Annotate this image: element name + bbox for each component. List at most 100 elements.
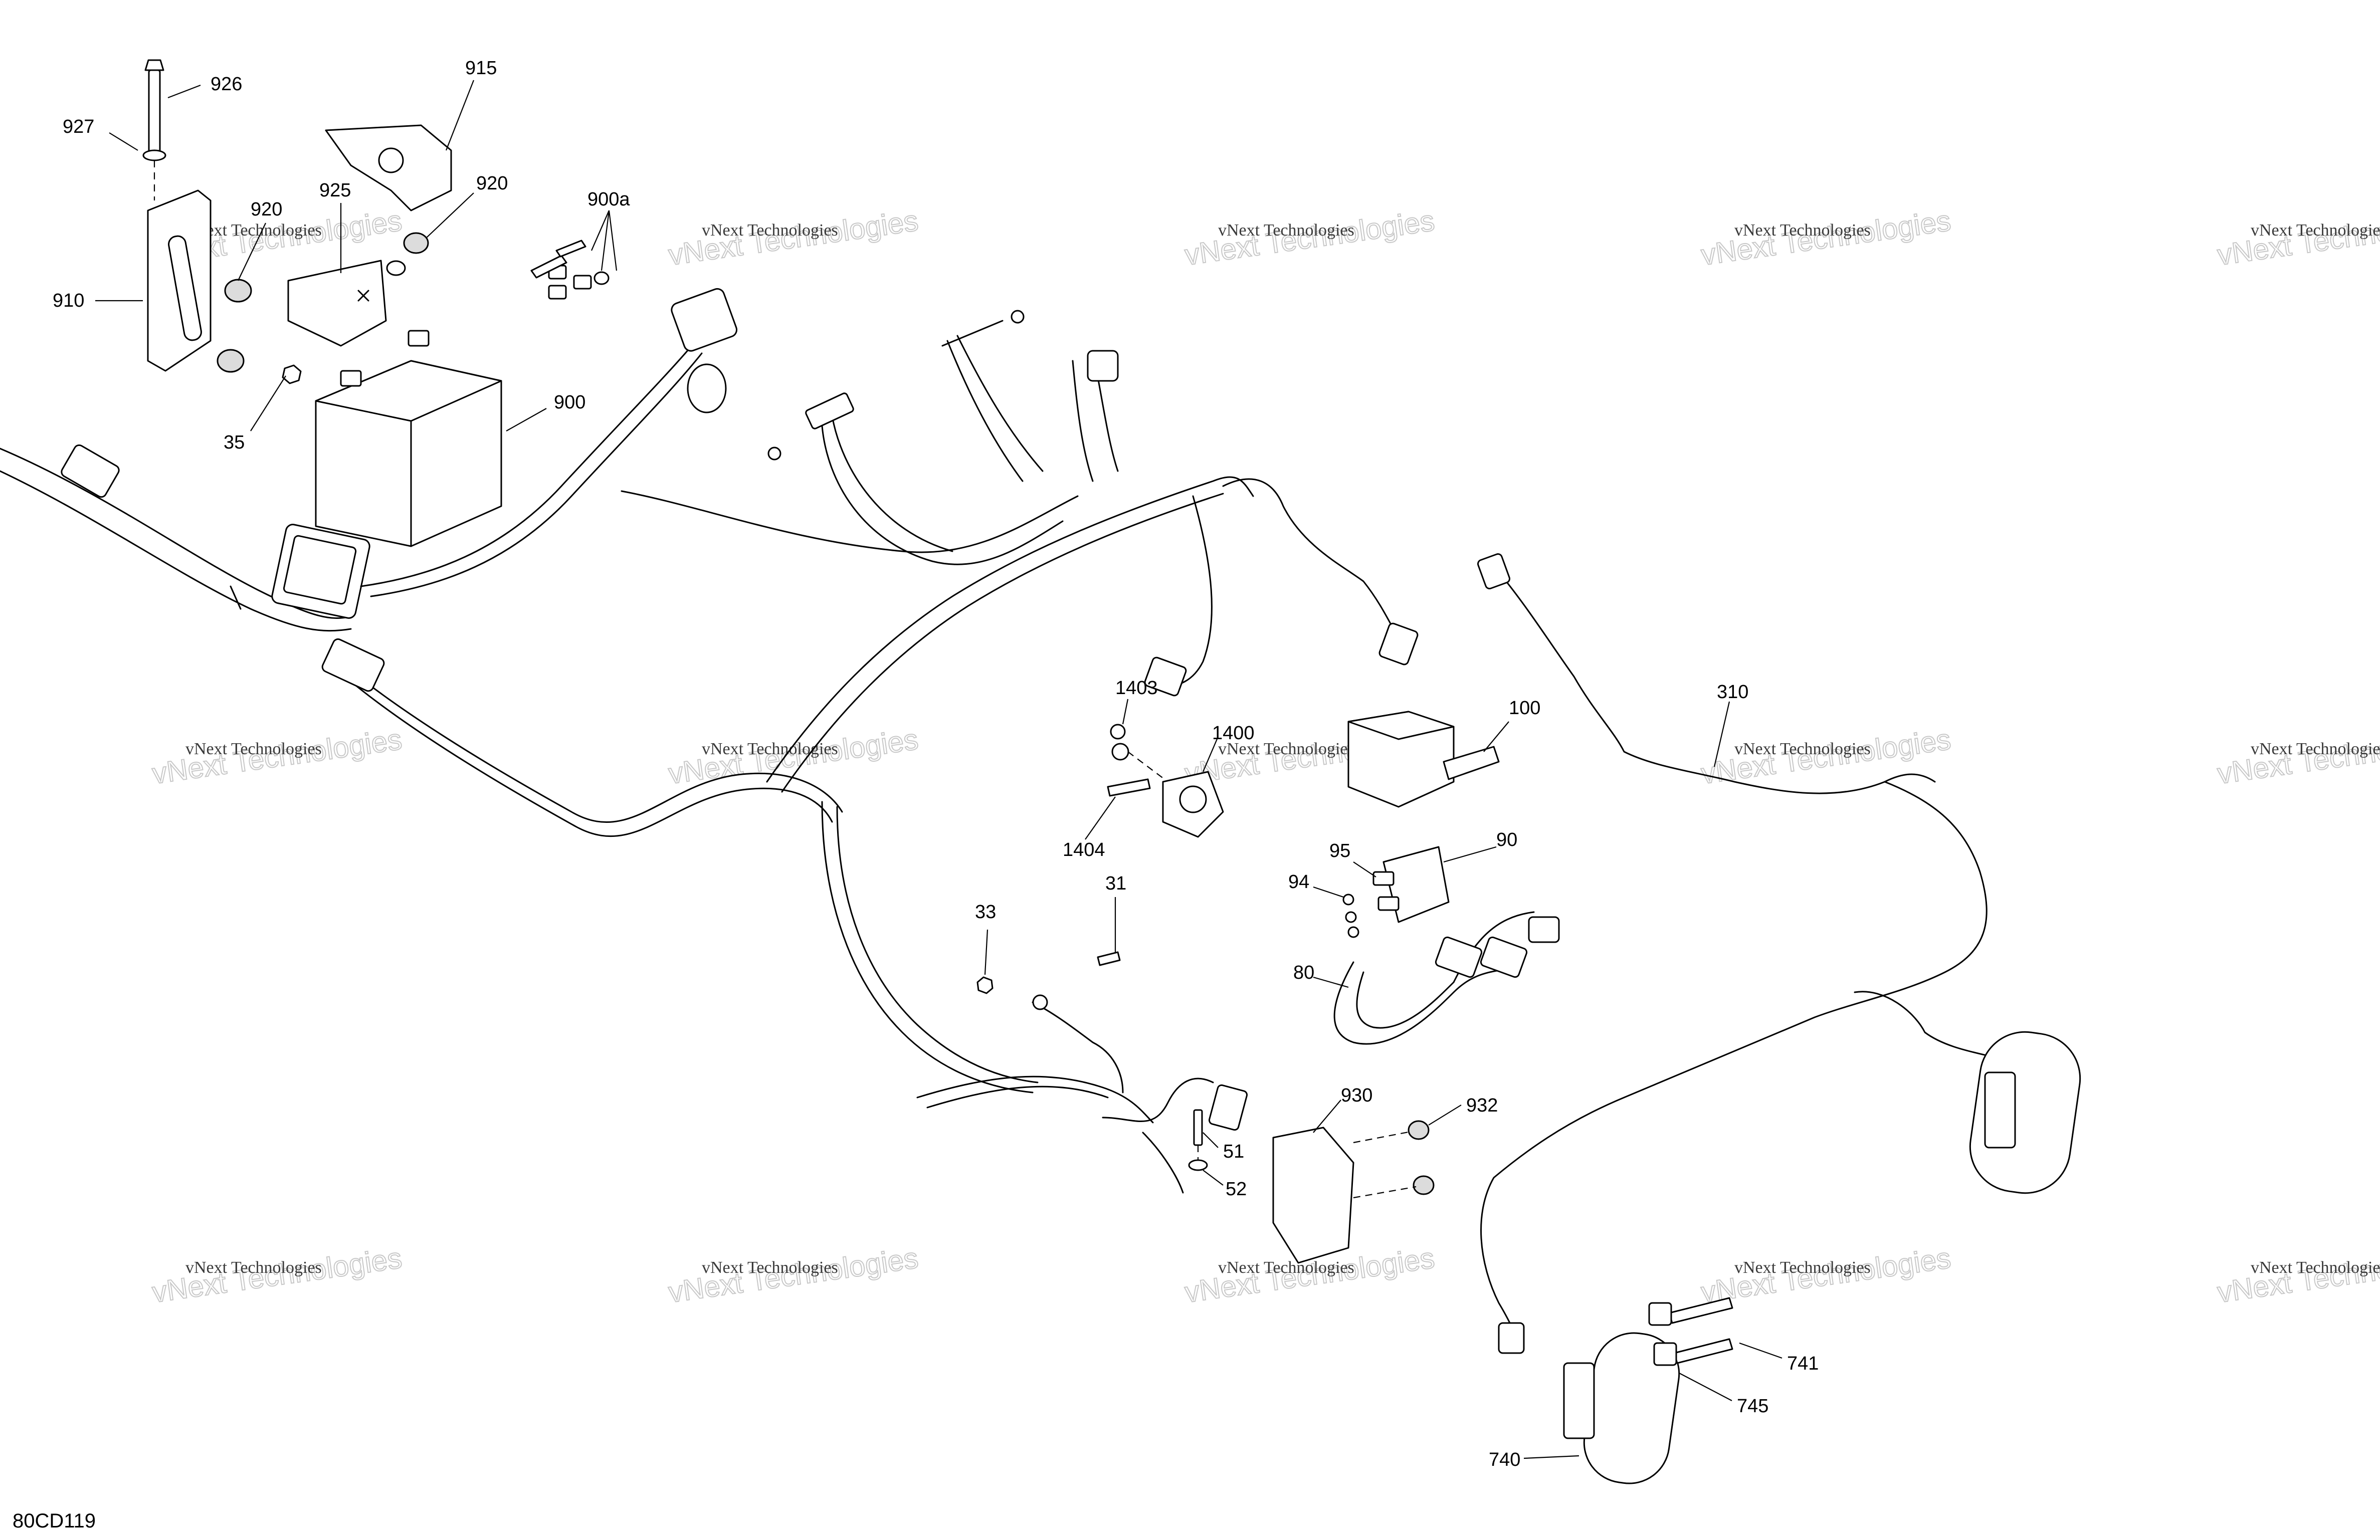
frame-wire-4 [946, 340, 1024, 482]
connector-right-icon [1378, 622, 1419, 666]
nut-top-icon [1011, 310, 1025, 324]
relay-area [1333, 846, 1560, 1045]
callout-labels: 926 915 927 920 925 920 900a 910 35 900 … [53, 58, 1819, 1470]
watermark: vNext Technologies vNext Technologies [1699, 204, 1953, 272]
watermark: vNext Technologies vNext Technologies [666, 723, 921, 791]
rear-harness-branch [1884, 773, 1936, 783]
leader-94 [1313, 886, 1344, 898]
frame-wire-3 [831, 415, 953, 552]
connector-round-icon [687, 363, 727, 413]
leader-100 [1483, 721, 1509, 752]
callout-920: 920 [476, 173, 508, 194]
leader-51 [1203, 1132, 1219, 1148]
callout-932: 932 [1466, 1095, 1498, 1116]
leader-52 [1203, 1170, 1224, 1186]
nut-900a-icon [573, 275, 592, 290]
callout-31: 31 [1105, 873, 1126, 894]
callout-51: 51 [1223, 1141, 1244, 1162]
leader-80 [1313, 976, 1349, 988]
stud-95-icon [1372, 871, 1395, 886]
callout-927: 927 [63, 116, 94, 137]
harness-center-rise-2 [781, 493, 1224, 793]
nut-1403-icon [1110, 724, 1126, 740]
lamp-bracket-icon [1984, 1071, 2016, 1149]
lower-harness-4 [1142, 1132, 1184, 1194]
watermark-text: vNext Technologies [1218, 221, 1354, 240]
bolt-51-icon [1193, 1109, 1203, 1146]
harness-lower-trunk-2 [350, 681, 833, 837]
callout-900a: 900a [587, 189, 630, 210]
callout-745: 745 [1737, 1396, 1768, 1417]
leader-1403 [1122, 699, 1129, 725]
connector-lamp-icon [1498, 1322, 1525, 1354]
leader-900a [608, 210, 618, 271]
callout-1403: 1403 [1115, 678, 1158, 699]
dashed-assembly-line [1353, 1186, 1417, 1199]
callout-910: 910 [53, 290, 84, 311]
frame-wire-5 [956, 335, 1044, 472]
grommet-932-icon [1408, 1120, 1430, 1140]
leader-926 [167, 84, 201, 99]
connector-80-icon [1480, 936, 1528, 978]
leader-915 [445, 80, 475, 151]
nut-35-icon [282, 364, 302, 384]
leader-95 [1353, 861, 1376, 877]
callout-80: 80 [1293, 962, 1314, 983]
watermark-text: vNext Technologies [185, 740, 322, 758]
module-100-top-icon [1347, 711, 1455, 740]
harness-right-branch [1222, 478, 1405, 647]
bolt-741-icon [1673, 1338, 1733, 1364]
frame-wire-2 [821, 425, 1064, 565]
watermark-text: vNext Technologies [1218, 1258, 1354, 1277]
lower-center-area [916, 951, 1435, 1264]
frame-clip-icon [805, 392, 854, 429]
watermark: vNext Technologies vNext Technologies [666, 1241, 921, 1309]
watermark-text: vNext Technologies [1734, 221, 1871, 240]
sensor-area [1107, 711, 1500, 838]
leader-930 [1313, 1099, 1341, 1133]
lamp-bracket-icon [1563, 1362, 1595, 1439]
nut-745-icon [1648, 1302, 1672, 1326]
watermark: vNext Technologies vNext Technologies [1699, 723, 1953, 791]
callout-1400: 1400 [1212, 723, 1255, 744]
callout-930: 930 [1341, 1085, 1372, 1106]
sensor-1400-port-icon [1179, 785, 1207, 813]
leader-745 [1679, 1373, 1732, 1401]
connector-80-icon [1528, 916, 1560, 943]
watermark-text: vNext Technologies [185, 1258, 322, 1277]
connector-top-icon [671, 288, 738, 352]
battery-area [142, 59, 610, 547]
frame-wire-6 [1072, 360, 1094, 482]
lower-harness [916, 1075, 1154, 1124]
bolt-900a-icon [530, 255, 567, 279]
battery-terminal-icon [340, 370, 362, 387]
battery-900-top-icon [315, 360, 502, 422]
nut-94-icon [1342, 894, 1354, 906]
callout-52: 52 [1226, 1179, 1247, 1200]
upper-frame-harness [621, 310, 1119, 565]
callout-926: 926 [211, 74, 242, 95]
harness-trunk-left-lower [0, 470, 352, 632]
nut-900a-icon [548, 285, 567, 300]
diagram-code: 80CD119 [13, 1510, 96, 1532]
watermark: vNext Technologies vNext Technologies [1699, 1241, 1953, 1309]
watermark-text: vNext Technologies [1218, 740, 1354, 758]
harness-drop-1403 [1162, 495, 1213, 688]
ring-terminal-icon [1032, 994, 1048, 1010]
watermark-text: vNext Technologies [1734, 1258, 1871, 1277]
frame-connector-icon [1087, 350, 1119, 382]
callout-100: 100 [1509, 698, 1540, 719]
leader-lines [95, 80, 1782, 1459]
bolt-900a-icon [555, 240, 586, 258]
connector-310-top-icon [1477, 553, 1510, 589]
main-harness [0, 288, 1419, 1093]
nut-33-icon [976, 976, 994, 994]
leader-920a [238, 223, 266, 281]
bolt-1404-icon [1107, 778, 1151, 797]
grommet-932-icon [1413, 1175, 1435, 1195]
frame-bracket [941, 320, 1004, 347]
watermark: vNext Technologies vNext Technologies [2215, 1241, 2380, 1309]
leader-900a [590, 210, 610, 251]
bolt-741-icon [1668, 1297, 1733, 1324]
callout-94: 94 [1288, 871, 1309, 893]
